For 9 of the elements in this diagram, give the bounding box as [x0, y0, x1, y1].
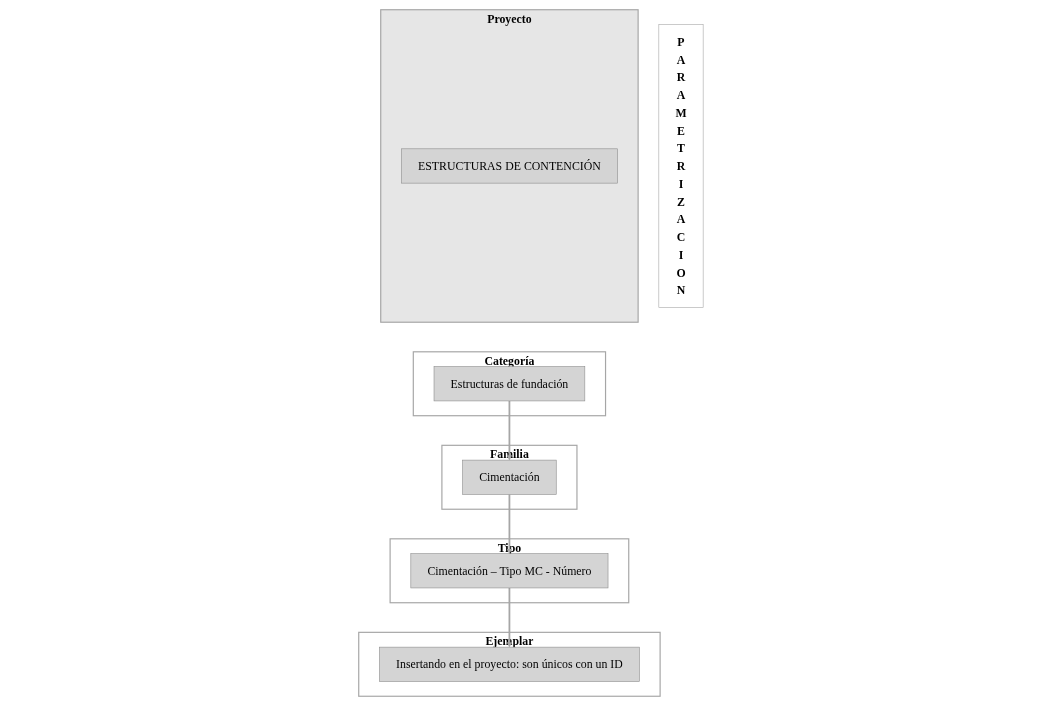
node-box: P A R A M E T R I Z A C I O N — [658, 24, 704, 308]
node-box: ESTRUCTURAS DE CONTENCIÓN — [401, 148, 618, 184]
node-box: Estructuras de fundación — [433, 366, 586, 402]
arrow — [506, 400, 513, 461]
arrow — [506, 493, 513, 554]
arrow — [506, 587, 513, 648]
node-box: Cimentación — [462, 459, 557, 495]
node-box: Cimentación – Tipo MC - Número — [410, 553, 609, 589]
node-box: Insertando en el proyecto: son únicos con un ID — [379, 646, 640, 682]
